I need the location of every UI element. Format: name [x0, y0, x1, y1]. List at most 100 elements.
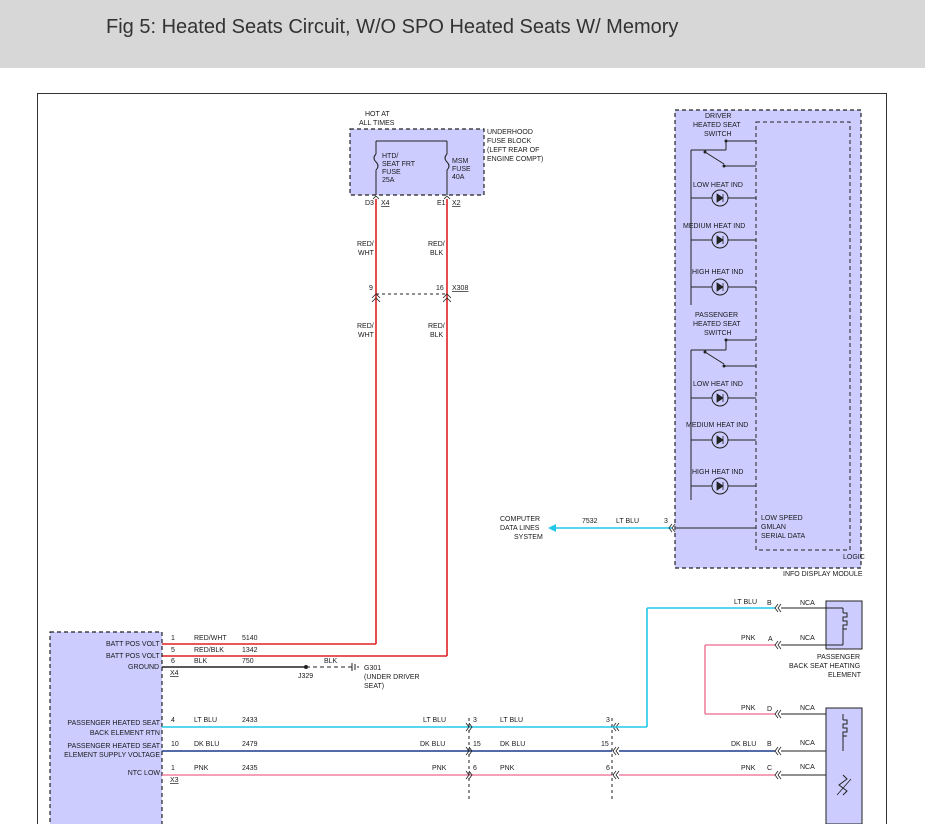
wire-color-label: RED/ — [428, 241, 445, 248]
wire-color-label: PNK — [500, 765, 515, 772]
passenger-switch-label: PASSENGER — [695, 312, 738, 319]
wire-color-label: RED/BLK — [194, 647, 224, 654]
page-title: Fig 5: Heated Seats Circuit, W/O SPO Hea… — [106, 16, 679, 38]
heating-element-name-3: ELEMENT — [828, 672, 862, 679]
batt-pos-volt-label: BATT POS VOLT — [106, 653, 160, 660]
wire-color-label: LT BLU — [423, 717, 446, 724]
driver-switch-label: DRIVER — [705, 113, 731, 120]
splice-j329: J329 — [298, 673, 313, 680]
pin-number: 5 — [171, 647, 175, 654]
heating-element-name-2: BACK SEAT HEATING — [789, 663, 860, 670]
pin-number: 1 — [171, 765, 175, 772]
fuse-1-label-2: SEAT FRT — [382, 161, 416, 168]
connector-x4: X4 — [381, 200, 390, 207]
circuit-number: 5140 — [242, 635, 258, 642]
pin-number: 15 — [601, 741, 609, 748]
wire-color-label: BLK — [194, 658, 208, 665]
switch-icon — [704, 151, 725, 165]
pin-number: 3 — [606, 717, 610, 724]
fuse-block-box — [349, 128, 485, 196]
wire-color-label: PNK — [194, 765, 209, 772]
wire-color-label: WHT — [358, 250, 375, 257]
nca-label: NCA — [800, 764, 815, 771]
pin-16: 16 — [436, 285, 444, 292]
wire-color-label: BLK — [430, 250, 444, 257]
nca-label: NCA — [800, 600, 815, 607]
circuit-number: 7532 — [582, 518, 598, 525]
wire-color-label: LT BLU — [194, 717, 217, 724]
ground-label: GROUND — [128, 664, 159, 671]
pin-number: 3 — [473, 717, 477, 724]
heating-element: LT BLU B NCA PNK A NCA PNK D NCA DK BLU … — [612, 599, 863, 824]
gmlan-label-3: SERIAL DATA — [761, 533, 806, 540]
computer-data-label: COMPUTER — [500, 516, 540, 523]
wire-color-label: DK BLU — [194, 741, 219, 748]
wire-color-label: DK BLU — [500, 741, 525, 748]
batt-pos-volt-label: BATT POS VOLT — [106, 641, 160, 648]
connector-x2: X2 — [452, 200, 461, 207]
passenger-switch-label-2: HEATED SEAT — [693, 321, 741, 328]
pin-a: A — [768, 636, 773, 643]
element-rtn-label: PASSENGER HEATED SEAT — [67, 720, 160, 727]
pin-number: 6 — [171, 658, 175, 665]
power-wires: RED/ WHT RED/ BLK RED/ WHT RED/ BLK 9 16… — [162, 199, 468, 657]
thermistor-icon — [838, 774, 848, 796]
pin-d3: D3 — [365, 200, 374, 207]
hot-at-label: HOT AT — [365, 111, 390, 118]
element-supply-label-2: ELEMENT SUPPLY VOLTAGE — [64, 752, 160, 759]
high-heat-ind-label: HIGH HEAT IND — [692, 469, 743, 476]
computer-data-label-2: DATA LINES — [500, 525, 540, 532]
wire-color-label: PNK — [432, 765, 447, 772]
fuse-block-desc-3: (LEFT REAR OF — [487, 147, 539, 154]
wire-color-label: RED/ — [428, 323, 445, 330]
info-display-module: DRIVER HEATED SEAT SWITCH LOW HEAT IND M… — [674, 109, 865, 578]
diagram-frame — [37, 93, 887, 824]
ground-g301-desc: (UNDER DRIVER — [364, 674, 420, 681]
circuit-number: 2479 — [242, 741, 258, 748]
fuse-block-desc-4: ENGINE COMPT) — [487, 156, 543, 163]
pin-c: C — [767, 765, 772, 772]
wire-color-label: RED/WHT — [194, 635, 227, 642]
driver-switch-label-3: SWITCH — [704, 131, 732, 138]
wire-color-label: DK BLU — [420, 741, 445, 748]
pin-number: 1 — [171, 635, 175, 642]
driver-switch-label-2: HEATED SEAT — [693, 122, 741, 129]
header-bar: Fig 5: Heated Seats Circuit, W/O SPO Hea… — [0, 0, 925, 68]
hot-at-label-2: ALL TIMES — [359, 120, 395, 127]
wire-color-label: LT BLU — [500, 717, 523, 724]
wire-color-label: PNK — [741, 705, 756, 712]
seat-module: BATT POS VOLT BATT POS VOLT GROUND 1 5 6… — [49, 631, 620, 824]
connector-x4: X4 — [170, 670, 179, 677]
fuse-2-label: MSM — [452, 158, 469, 165]
fuse-2-label-2: FUSE — [452, 166, 471, 173]
pin-number: 6 — [473, 765, 477, 772]
module-name: INFO DISPLAY MODULE — [783, 571, 863, 578]
arrow-icon — [548, 524, 556, 532]
nca-label: NCA — [800, 705, 815, 712]
ground-g301: G301 — [364, 665, 381, 672]
wire-color-label: PNK — [741, 765, 756, 772]
pin-e1: E1 — [437, 200, 446, 207]
wire-color-label: BLK — [324, 658, 338, 665]
fuse-block: HOT AT ALL TIMES UNDERHOOD FUSE BLOCK (L… — [349, 111, 543, 207]
ntc-low-label: NTC LOW — [128, 770, 161, 777]
pin-9: 9 — [369, 285, 373, 292]
circuit-number: 2433 — [242, 717, 258, 724]
fuse-1-label: HTD/ — [382, 153, 398, 160]
ground-icon — [351, 663, 359, 671]
circuit-number: 2435 — [242, 765, 258, 772]
wire-color-label: LT BLU — [616, 518, 639, 525]
wire-color-label: LT BLU — [734, 599, 757, 606]
fuse-2-rating: 40A — [452, 174, 465, 181]
pin-number: 15 — [473, 741, 481, 748]
pin-number: 4 — [171, 717, 175, 724]
fuse-1-icon — [373, 153, 379, 171]
ground-g301-desc-2: SEAT) — [364, 683, 384, 690]
nca-label: NCA — [800, 635, 815, 642]
circuit-number: 750 — [242, 658, 254, 665]
pin-b: B — [767, 741, 772, 748]
wire-color-label: RED/ — [357, 323, 374, 330]
heater-element-icon — [842, 612, 848, 630]
fuse-2-icon — [444, 153, 450, 171]
